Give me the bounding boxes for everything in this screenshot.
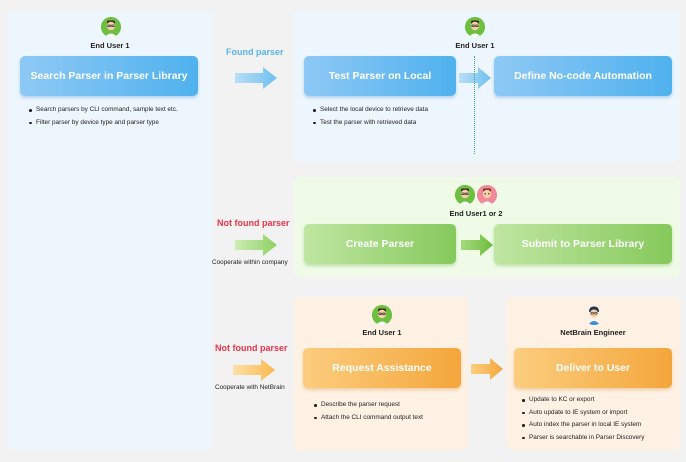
deliver-bullets: Update to KC or export Auto update to IE… xyxy=(522,394,644,444)
engineer-avatar-icon xyxy=(584,305,604,325)
create-role: End User1 or 2 xyxy=(449,209,503,218)
user-avatar-icon xyxy=(477,185,497,205)
right-arrow-icon xyxy=(459,67,491,89)
deliver-bullet: Update to KC or export xyxy=(522,394,644,407)
define-automation-button[interactable]: Define No-code Automation xyxy=(494,56,672,96)
search-bullets: Search parsers by CLI command, sample te… xyxy=(29,104,178,129)
not-found-label-netbrain: Not found parser xyxy=(215,343,288,353)
request-role: End User 1 xyxy=(362,328,402,337)
search-role: End User 1 xyxy=(90,41,130,50)
right-arrow-icon xyxy=(235,234,277,256)
test-bullets: Select the local device to retrieve data… xyxy=(313,104,428,129)
deliver-bullet: Parser is searchable in Parser Discovery xyxy=(522,432,644,445)
right-arrow-icon xyxy=(471,358,503,380)
found-role: End User 1 xyxy=(455,41,495,50)
deliver-to-user-button[interactable]: Deliver to User xyxy=(514,348,672,388)
request-bullet: Attach the CLI command output text xyxy=(314,412,423,425)
deliver-bullet: Auto update to IE system or import xyxy=(522,407,644,420)
request-bullets: Describe the parser request Attach the C… xyxy=(314,399,423,424)
deliver-bullet: Auto index the parser in local IE system xyxy=(522,419,644,432)
engineer-role: NetBrain Engineer xyxy=(560,328,626,337)
right-arrow-icon xyxy=(235,67,277,89)
create-parser-button[interactable]: Create Parser xyxy=(304,224,456,264)
search-parser-button[interactable]: Search Parser in Parser Library xyxy=(20,56,198,96)
test-bullet: Test the parser with retrieved data xyxy=(313,117,428,130)
found-parser-label: Found parser xyxy=(226,47,284,57)
cooperate-netbrain-label: Cooperate with NetBrain xyxy=(215,384,285,391)
request-bullet: Describe the parser request xyxy=(314,399,423,412)
dotted-divider xyxy=(474,56,475,154)
user-avatar-icon xyxy=(372,305,392,325)
not-found-label-company: Not found parser xyxy=(217,218,290,228)
right-arrow-icon xyxy=(233,359,275,381)
right-arrow-icon xyxy=(461,234,493,256)
user-avatar-icon xyxy=(455,185,475,205)
user-avatar-icon xyxy=(465,17,485,37)
request-assistance-button[interactable]: Request Assistance xyxy=(303,348,461,388)
submit-parser-button[interactable]: Submit to Parser Library xyxy=(494,224,672,264)
test-parser-button[interactable]: Test Parser on Local xyxy=(304,56,456,96)
search-bullet: Filter parser by device type and parser … xyxy=(29,117,178,130)
cooperate-company-label: Cooperate within company xyxy=(212,259,288,266)
user-avatar-icon xyxy=(101,17,121,37)
test-bullet: Select the local device to retrieve data xyxy=(313,104,428,117)
search-bullet: Search parsers by CLI command, sample te… xyxy=(29,104,178,117)
